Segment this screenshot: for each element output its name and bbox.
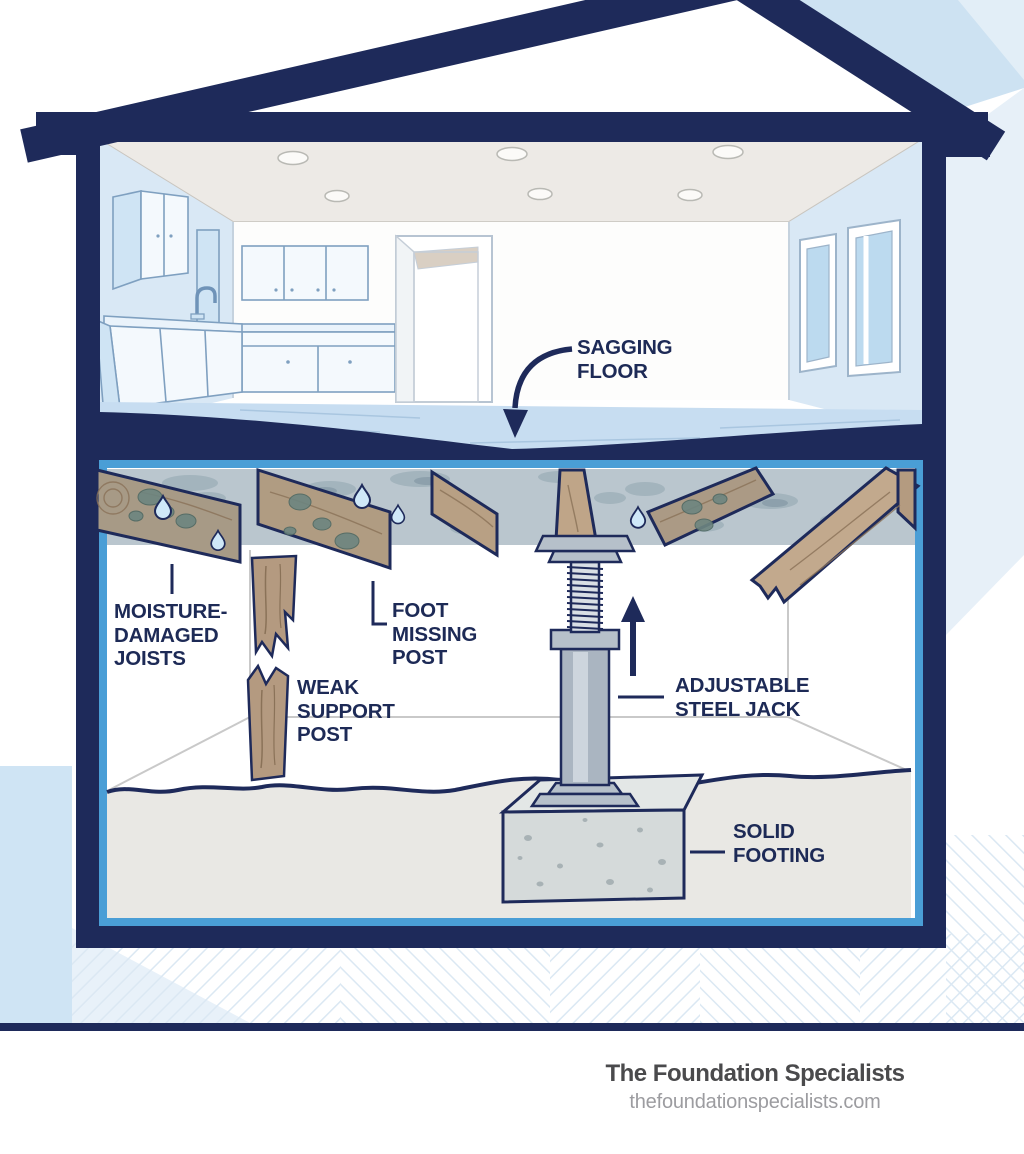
- label-weak-support-post: WEAK SUPPORT POST: [297, 676, 395, 746]
- separator-line: [0, 1023, 1024, 1031]
- lift-arrow-icon: [621, 596, 645, 676]
- water-drop-icons: [153, 482, 647, 552]
- ceiling-light: [712, 144, 744, 160]
- steel-jack: [529, 534, 641, 808]
- kitchen-faucet-icon: [190, 286, 217, 320]
- door-opening: [395, 234, 493, 403]
- annotation-leaders: [170, 564, 725, 854]
- broken-post-upper: [250, 554, 298, 660]
- ground-line: [106, 768, 912, 794]
- jack-top-plate: [547, 549, 623, 564]
- jack-top-plate: [534, 534, 636, 553]
- kitchen-cabinets: [95, 190, 396, 418]
- broken-post-lower: [246, 663, 290, 782]
- label-solid-footing: SOLID FOOTING: [733, 820, 825, 867]
- background-decor: [0, 0, 1024, 1024]
- label-moisture-damaged-joists: MOISTURE- DAMAGED JOISTS: [114, 600, 228, 670]
- label-adjustable-steel-jack: ADJUSTABLE STEEL JACK: [675, 674, 810, 721]
- ceiling-light: [496, 146, 528, 162]
- crawl-bottom-border: [76, 924, 946, 948]
- foot-missing-leader: [371, 581, 387, 626]
- ceiling-light: [277, 150, 309, 166]
- footing-speckles: [517, 818, 666, 893]
- ceiling-light: [527, 187, 553, 201]
- water-drop-icon: [153, 493, 173, 520]
- left-wall-column: [76, 138, 100, 948]
- water-drop-icon: [390, 503, 406, 525]
- rod-threads: [566, 566, 604, 630]
- label-sagging-floor: SAGGING FLOOR: [577, 336, 673, 383]
- label-foot-missing-post: FOOT MISSING POST: [392, 599, 478, 669]
- crawl-space: [76, 138, 946, 948]
- ceiling-light: [324, 189, 350, 203]
- water-drop-icon: [352, 482, 372, 509]
- sagging-arrow-icon: [503, 346, 573, 438]
- roof: [20, 0, 1006, 163]
- floor-structure-band: [100, 412, 922, 466]
- right-wall-column: [922, 138, 946, 948]
- ceiling-light: [677, 188, 703, 202]
- mold-patches: [128, 488, 728, 550]
- joist: [430, 469, 499, 558]
- brand-name: The Foundation Specialists: [605, 1060, 905, 1087]
- water-drop-icon: [210, 528, 226, 552]
- joist-end: [896, 468, 917, 532]
- upper-room: [95, 139, 923, 466]
- brand-website: thefoundationspecialists.com: [629, 1091, 881, 1113]
- ceiling-lights: [277, 144, 744, 203]
- water-drop-icon: [629, 505, 647, 529]
- windows: [799, 218, 901, 378]
- footer: The Foundation Specialists thefoundation…: [530, 1060, 980, 1114]
- jack-base-plate: [529, 792, 641, 808]
